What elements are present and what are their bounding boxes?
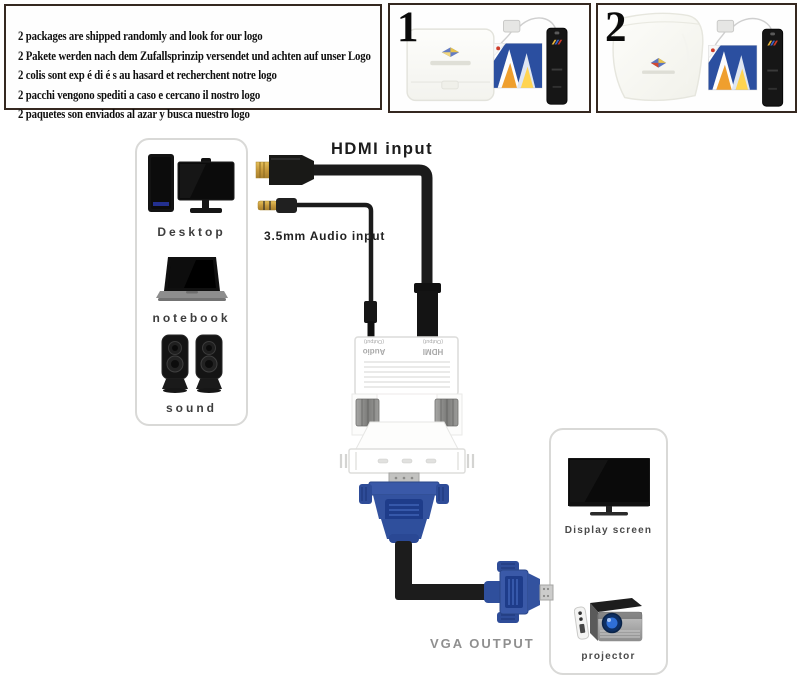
hdmi-connector-icon [269,155,314,185]
speakers-icon [161,334,222,393]
desktop-group: Desktop [137,150,246,239]
hdmi-port-sublabel: (Output) [423,338,443,344]
notice-line-fr: 2 colis sont exp é di é s au hasard et r… [18,67,277,82]
connection-diagram: Desktop notebook [0,115,800,683]
shipping-notice-box: 2 packages are shipped randomly and look… [4,4,382,121]
projector-group: projector [551,593,666,662]
package-box-photo [406,17,568,105]
vga-connector-top [359,472,449,543]
audio-plug-icon [364,301,377,323]
display-screen-group: Display screen [551,458,666,536]
display-screen-icon [567,458,650,516]
projector-label: projector [581,651,636,662]
hang-tags-icon [493,17,568,105]
vga-cable [395,541,493,600]
sound-group: sound [137,333,246,415]
vga-output-label: VGA OUTPUT [430,636,535,651]
plastic-bag-icon [612,12,704,102]
hang-tags-icon [708,17,784,107]
screw-nut-icon [434,398,459,427]
audio-input-label: 3.5mm Audio input [264,229,386,243]
notebook-label: notebook [152,311,231,325]
notice-line-es: 2 paquetes son enviados al azar y busca … [18,106,250,121]
hdmi-vga-adapter: Audio (Output) HDMI (Output) [339,336,475,474]
plastic-box-icon [406,28,495,102]
package-photo-box: 1 [388,3,591,113]
package-photo-bag: 2 [596,3,797,113]
output-devices-panel: Display screen [549,428,668,675]
cables-and-adapter: Audio (Output) HDMI (Output) [255,155,554,623]
package-number-1: 1 [397,4,419,51]
projector-icon [573,598,642,642]
notice-line-de: 2 Pakete werden nach dem Zufallsprinzip … [18,47,371,63]
hdmi-port-label: HDMI [423,347,443,356]
notebook-icon [155,257,228,301]
display-screen-label: Display screen [564,525,653,536]
desktop-icon [147,154,234,213]
notice-line-en: 2 packages are shipped randomly and look… [18,28,263,43]
audio-cable [257,198,377,337]
hdmi-input-label: HDMI input [331,140,434,158]
audio-port-label: Audio [363,347,386,356]
notebook-group: notebook [137,257,246,325]
hdmi-plug-icon [414,283,441,293]
remote-icon [573,606,589,640]
hdmi-cable [255,155,441,337]
audio-port-sublabel: (Output) [364,338,384,344]
notice-line-it: 2 pacchi vengono spediti a caso e cercan… [18,86,261,102]
desktop-label: Desktop [157,225,226,239]
source-devices-panel: Desktop notebook [135,138,248,426]
audio-jack-icon [257,200,278,211]
package-bag-photo [612,12,784,107]
package-number-2: 2 [605,4,627,51]
sound-label: sound [166,401,217,415]
vga-connector-right [484,561,554,623]
